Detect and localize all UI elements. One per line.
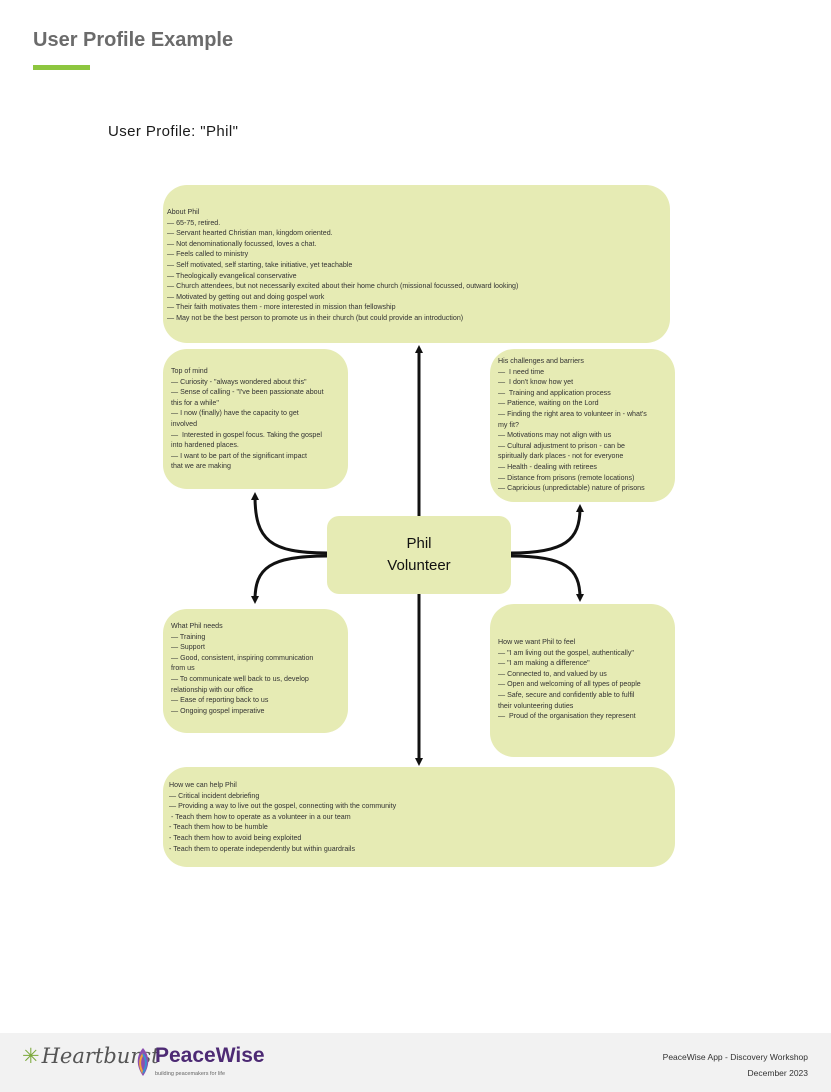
top-of-mind-line: that we are making — [171, 462, 231, 471]
about-line: — Their faith motivates them - more inte… — [167, 303, 396, 312]
arrow-bottom-left — [251, 554, 328, 604]
needs-heading: What Phil needs — [171, 622, 223, 630]
needs-line: — To communicate well back to us, develo… — [171, 674, 309, 683]
challenges-line: my fit? — [498, 420, 519, 429]
challenges-line: — Health - dealing with retirees — [498, 462, 597, 471]
footer-date: December 2023 — [747, 1068, 808, 1078]
feel-line: — "I am living out the gospel, authentic… — [498, 648, 634, 657]
center-persona-box: Phil Volunteer — [327, 516, 511, 594]
help-line: - Teach them how to avoid being exploite… — [169, 833, 302, 842]
needs-line: — Ongoing gospel imperative — [171, 706, 265, 715]
about-line: — Self motivated, self starting, take in… — [167, 260, 353, 269]
help-line: — Providing a way to live out the gospel… — [169, 802, 397, 811]
top-of-mind-line: — I now (finally) have the capacity to g… — [171, 409, 299, 418]
challenges-line: — Capricious (unpredictable) nature of p… — [498, 484, 645, 493]
help-line: - Teach them to operate independently bu… — [169, 844, 355, 853]
needs-line: — Good, consistent, inspiring communicat… — [171, 653, 314, 662]
heartburst-star-icon: ✳ — [22, 1044, 40, 1068]
help-line: - Teach them how to be humble — [169, 823, 268, 832]
feel-heading: How we want Phil to feel — [498, 638, 576, 646]
persona-name: Phil — [406, 535, 432, 552]
top-of-mind-line: — Interested in gospel focus. Taking the… — [171, 430, 322, 439]
arrow-top-right — [510, 504, 584, 555]
peacewise-leaf-icon — [137, 1048, 149, 1076]
about-line: — Theologically evangelical conservative — [167, 271, 297, 280]
persona-role: Volunteer — [387, 557, 451, 574]
challenges-box: His challenges and barriers — I need tim… — [490, 349, 675, 502]
feel-line: — Connected to, and valued by us — [498, 669, 607, 678]
top-of-mind-heading: Top of mind — [171, 367, 208, 375]
needs-line: — Ease of reporting back to us — [171, 696, 269, 705]
about-line: — May not be the best person to promote … — [167, 313, 464, 322]
feel-line: — Proud of the organisation they represe… — [498, 712, 636, 721]
about-line: — Not denominationally focussed, loves a… — [167, 239, 317, 248]
challenges-line: — Patience, waiting on the Lord — [498, 399, 599, 408]
challenges-line: — I need time — [498, 367, 545, 376]
help-box: How we can help Phil — Critical incident… — [163, 767, 675, 867]
feel-box: How we want Phil to feel — "I am living … — [490, 604, 675, 757]
challenges-line: — Finding the right area to volunteer in… — [498, 409, 647, 418]
challenges-line: spiritually dark places - not for everyo… — [498, 452, 624, 461]
challenges-heading: His challenges and barriers — [498, 357, 584, 365]
about-line: — Feels called to ministry — [167, 250, 249, 259]
about-phil-box: About Phil — 65-75, retired. — Servant h… — [163, 185, 670, 343]
top-of-mind-line: — Curiosity - "always wondered about thi… — [171, 377, 307, 386]
needs-line: relationship with our office — [171, 685, 253, 694]
about-heading: About Phil — [167, 208, 200, 216]
feel-line: their volunteering duties — [498, 701, 574, 710]
help-heading: How we can help Phil — [169, 781, 237, 789]
about-line: — 65-75, retired. — [167, 218, 221, 227]
about-line: — Motivated by getting out and doing gos… — [167, 292, 325, 301]
profile-subtitle: User Profile: "Phil" — [108, 123, 239, 140]
top-of-mind-line: — I want to be part of the significant i… — [171, 451, 308, 460]
top-of-mind-line: — Sense of calling - "I've been passiona… — [171, 388, 324, 397]
title-accent-bar — [33, 65, 90, 70]
about-line: — Servant hearted Christian man, kingdom… — [167, 229, 333, 238]
about-line: — Church attendees, but not necessarily … — [167, 282, 519, 291]
needs-box: What Phil needs — Training — Support — G… — [163, 609, 348, 733]
top-of-mind-box: Top of mind — Curiosity - "always wonder… — [163, 349, 348, 489]
help-line: - Teach them how to operate as a volunte… — [169, 812, 351, 821]
arrow-top-left — [251, 492, 328, 555]
challenges-line: — Training and application process — [498, 388, 611, 397]
challenges-line: — Motivations may not align with us — [498, 431, 612, 440]
arrow-bottom-right — [510, 554, 584, 602]
needs-line: from us — [171, 664, 195, 673]
footer-info: PeaceWise App - Discovery Workshop Decem… — [663, 1049, 808, 1081]
top-of-mind-line: involved — [171, 419, 198, 428]
feel-line: — Safe, secure and confidently able to f… — [498, 690, 635, 699]
page-title: User Profile Example — [33, 29, 234, 51]
feel-line: — Open and welcoming of all types of peo… — [498, 680, 641, 689]
top-of-mind-line: into hardened places. — [171, 441, 239, 450]
peacewise-logo: PeaceWise building peacemakers for life — [133, 1044, 265, 1083]
challenges-line: — Distance from prisons (remote location… — [498, 473, 635, 482]
needs-line: — Training — [171, 632, 206, 641]
needs-line: — Support — [171, 643, 205, 652]
peacewise-logo-text: PeaceWise — [155, 1044, 265, 1067]
feel-line: — "I am making a difference" — [498, 659, 590, 668]
challenges-line: — Cultural adjustment to prison - can be — [498, 441, 625, 450]
peacewise-tagline: building peacemakers for life — [155, 1071, 226, 1077]
top-of-mind-line: this for a while" — [171, 398, 219, 407]
footer-project: PeaceWise App - Discovery Workshop — [662, 1052, 808, 1062]
help-line: — Critical incident debriefing — [169, 791, 260, 800]
challenges-line: — I don't know how yet — [498, 378, 574, 387]
